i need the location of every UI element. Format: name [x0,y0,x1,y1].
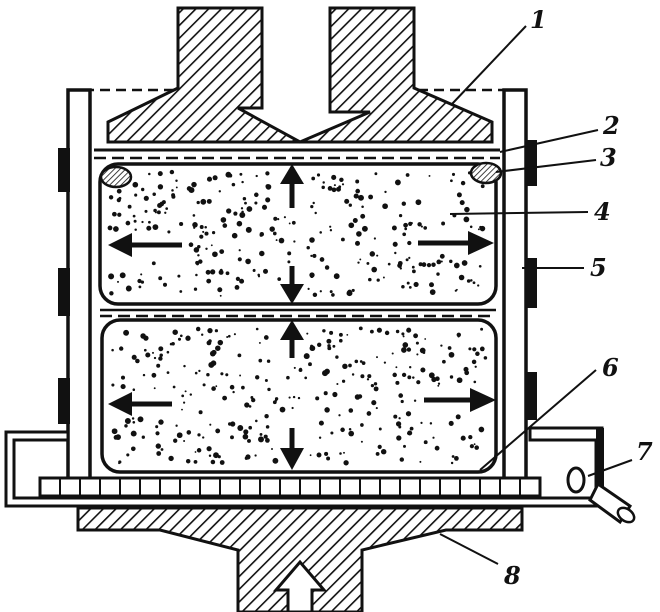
callout-5: 5 [590,253,607,282]
middle-separator [100,308,496,318]
powder-bag-lower [100,318,498,474]
callout-labels: 1 2 3 4 5 6 7 8 [503,5,653,590]
powder-bag-upper [98,162,498,306]
arrow-up-upper [280,164,304,208]
leader-lines [439,25,633,565]
arrow-up-lower [280,320,304,358]
callout-1: 1 [530,5,547,34]
callout-3: 3 [600,143,617,172]
pressure-arrows [108,164,496,470]
arrow-left-lower [108,392,172,416]
callout-4: 4 [594,197,611,226]
seal-rings [99,161,503,189]
top-diaphragm [94,148,500,160]
drain-pipe [566,466,636,525]
upper-punch [86,6,506,144]
porous-plate [38,476,542,498]
arrow-down-lower [280,428,304,470]
arrow-right-lower [424,388,496,412]
container-walls [66,88,528,484]
callout-2: 2 [602,111,620,140]
callout-8: 8 [503,561,521,590]
arrow-right-upper [418,231,494,255]
arrow-down-upper [280,266,304,304]
lower-punch [76,506,524,612]
callout-7: 7 [636,437,653,466]
callout-6: 6 [602,353,619,382]
heater-pads [58,140,537,424]
inlet-arrow [272,559,328,612]
arrow-left-upper [108,233,182,257]
